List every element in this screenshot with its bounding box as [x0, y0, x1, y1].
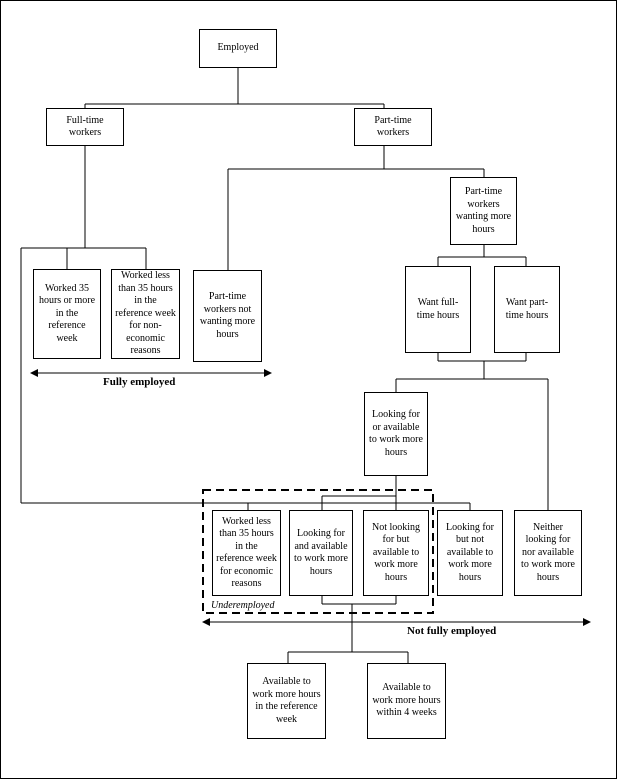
node-worked-less-noneconomic: Worked less than 35 hours in the referen… [111, 269, 180, 359]
node-want-part-time: Want part-time hours [494, 266, 560, 353]
node-looking-or-available: Looking for or available to work more ho… [364, 392, 428, 476]
label-fully-employed: Fully employed [103, 376, 176, 388]
node-employed: Employed [199, 29, 277, 68]
node-want-full-time: Want full-time hours [405, 266, 471, 353]
node-looking-and-available: Looking for and available to work more h… [289, 510, 353, 596]
label-underemployed: Underemployed [211, 600, 275, 611]
label-not-fully-employed: Not fully employed [407, 625, 497, 637]
node-worked-35-or-more: Worked 35 hours or more in the reference… [33, 269, 101, 359]
node-looking-not-available: Looking for but not available to work mo… [437, 510, 503, 596]
node-available-ref-week: Available to work more hours in the refe… [247, 663, 326, 739]
node-worked-less-economic: Worked less than 35 hours in the referen… [212, 510, 281, 596]
node-neither: Neither looking for nor available to wor… [514, 510, 582, 596]
node-not-looking-but-available: Not looking for but available to work mo… [363, 510, 429, 596]
node-pt-not-wanting-more: Part-time workers not wanting more hours [193, 270, 262, 362]
node-full-time-workers: Full-time workers [46, 108, 124, 146]
node-part-time-workers: Part-time workers [354, 108, 432, 146]
node-part-time-wanting-more: Part-time workers wanting more hours [450, 177, 517, 245]
node-available-4-weeks: Available to work more hours within 4 we… [367, 663, 446, 739]
